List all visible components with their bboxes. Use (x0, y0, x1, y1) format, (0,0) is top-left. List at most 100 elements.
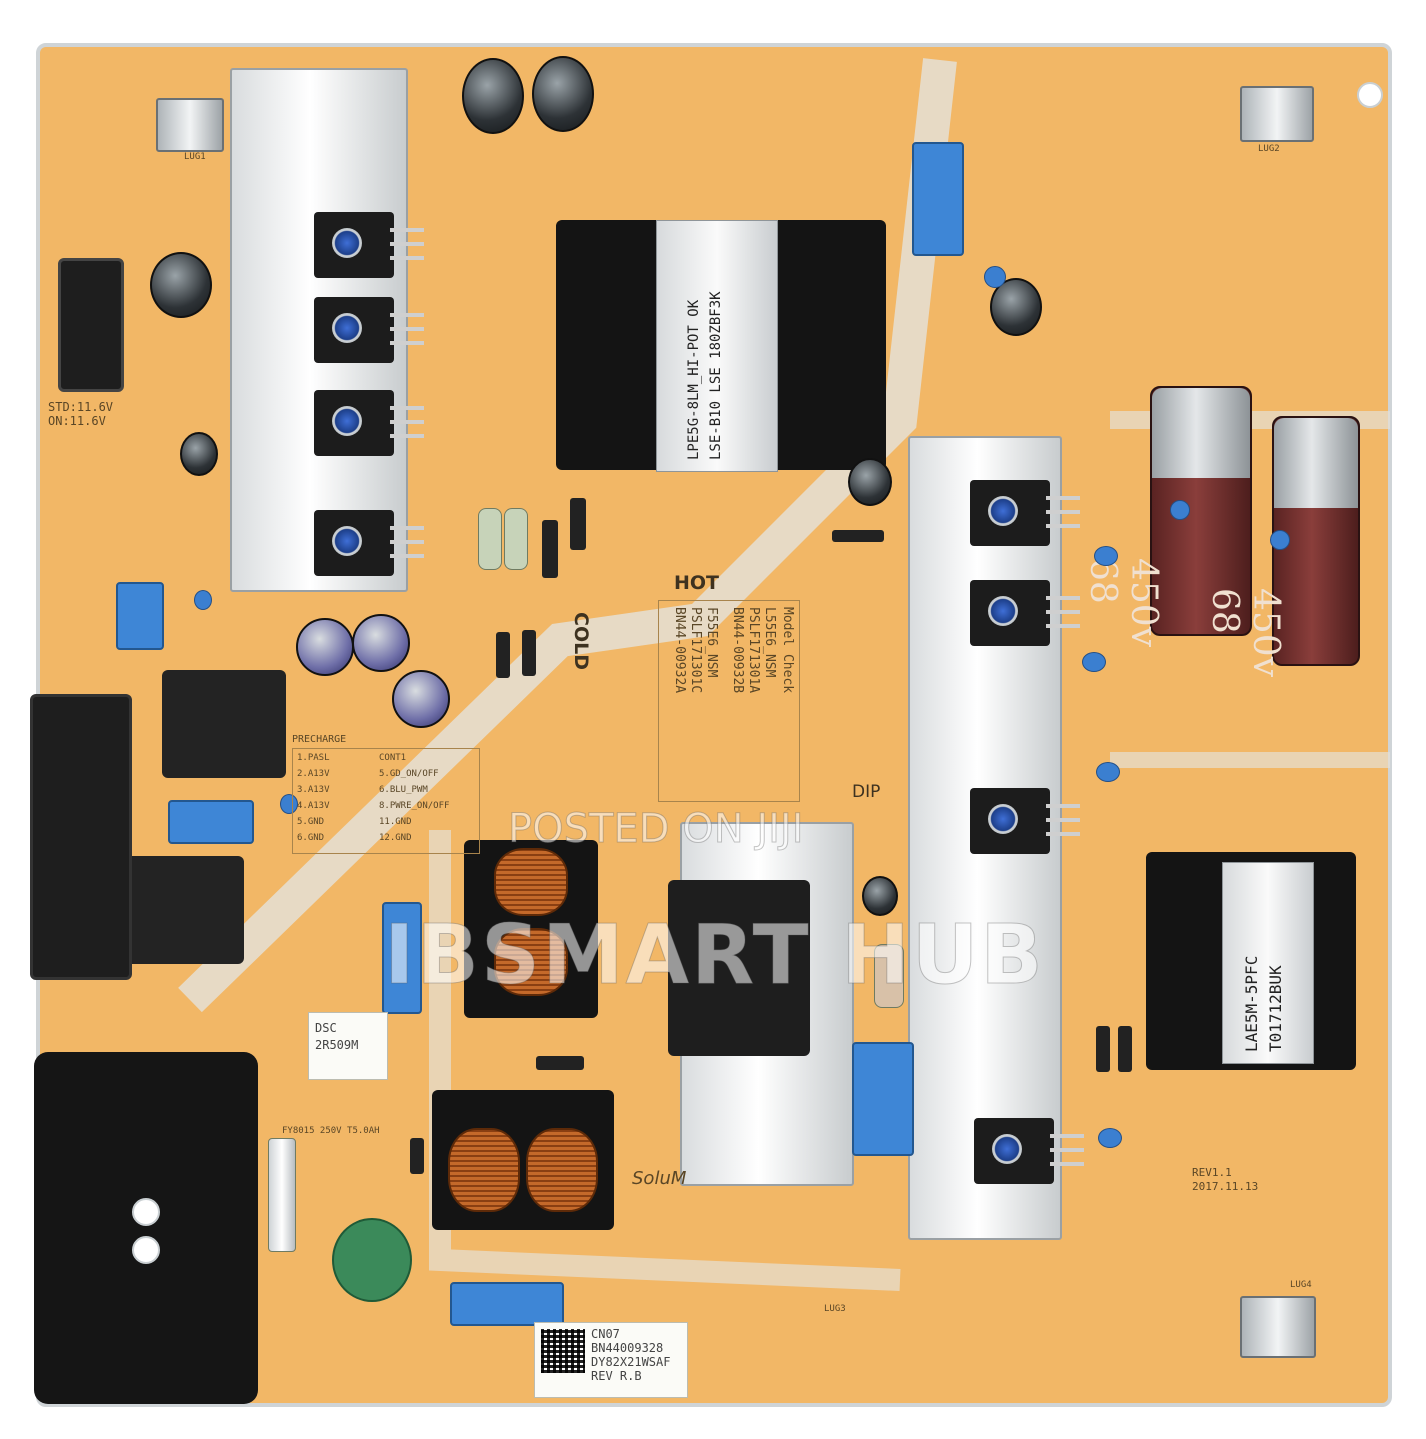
watermark-brand: IBSMART HUB (384, 908, 1045, 1004)
ceramic-cap-5 (1098, 1128, 1122, 1148)
model-line-3: BN44-00932B (730, 607, 745, 694)
fuse (268, 1138, 296, 1252)
mosfet-1 (314, 212, 424, 278)
pin-b-3: 6.BLU_PWM (379, 785, 428, 795)
connector-main (30, 694, 132, 980)
pin-b-6: 12.GND (379, 833, 412, 843)
cap-center (848, 458, 892, 506)
lug-label-4: LUG4 (1290, 1280, 1312, 1290)
silk-brand: SoluM (632, 1168, 687, 1189)
ceramic-cap-7 (280, 794, 298, 814)
model-check-table: Model Check L55E6_NSM PSLF171301A BN44-0… (658, 600, 800, 802)
mosfet-5 (970, 480, 1080, 546)
resistor-bridge (874, 944, 904, 1008)
silk-voltage-on: ON:11.6V (48, 414, 106, 428)
ac-inlet (34, 1052, 258, 1404)
pin-b-1: CONT1 (379, 753, 407, 763)
mosfet-7 (970, 788, 1080, 854)
pin-b-4: 8.PWRE_ON/OFF (379, 801, 450, 811)
cap-top-1 (462, 58, 524, 134)
pfc-transformer: LAE5M-5PFC T01712BUK (1146, 852, 1356, 1070)
coil-1a (494, 848, 568, 916)
diode-8 (1096, 1026, 1110, 1072)
pin-4: 4.A13V (297, 801, 330, 811)
lug-top-right (1240, 86, 1314, 142)
model-line-2: PSLF171301A (746, 607, 761, 694)
varistor (332, 1218, 412, 1302)
pin-5: 5.GND (297, 817, 325, 827)
silk-dip: DIP (852, 782, 881, 802)
silk-date: 2017.11.13 (1192, 1180, 1259, 1193)
bulk-cap-1-voltage: 450v (1123, 558, 1164, 648)
ceramic-cap-3 (1082, 652, 1106, 672)
diode-6 (536, 1056, 584, 1070)
ac-pin-2 (132, 1236, 160, 1264)
mosfet-3 (314, 390, 424, 456)
diode-3 (496, 632, 510, 678)
film-cap-left (116, 582, 164, 650)
main-transformer-label-top: LPE5G-8LM_HI-POT OK (686, 299, 702, 460)
connector-pin-table: 1.PASL 2.A13V 3.A13V 4.A13V 5.GND 6.GND … (292, 748, 480, 854)
resistor-2 (504, 508, 528, 570)
model-line-1: L55E6_NSM (762, 607, 777, 678)
sticker-line-1: CN07 (591, 1327, 620, 1341)
silk-cold: COLD (570, 612, 592, 670)
inductor-2 (120, 856, 244, 964)
pin-6: 6.GND (297, 833, 325, 843)
lug-label-2: LUG2 (1258, 144, 1280, 154)
diode-4 (522, 630, 536, 676)
fuse-label: FY8015 250V T5.0AH (282, 1126, 380, 1136)
watermark-posted: POSTED ON JIJI (508, 806, 805, 853)
diode-5 (410, 1138, 424, 1174)
diode-1 (542, 520, 558, 578)
mosfet-2 (314, 297, 424, 363)
film-cap-mid (168, 800, 254, 844)
silk-rev: REV1.1 (1192, 1166, 1232, 1179)
cap-top-2 (532, 56, 594, 132)
cap-mid-2 (352, 614, 410, 672)
ceramic-cap-2 (1094, 546, 1118, 566)
film-cap-bottom (450, 1282, 564, 1326)
cap-left-2 (180, 432, 218, 476)
main-transformer-label-bottom: LSE-B10 LSE 180ZBF3K (708, 291, 724, 460)
lug-top-left (156, 98, 224, 152)
pin-b-5: 11.GND (379, 817, 412, 827)
ceramic-cap-9 (1270, 530, 1290, 550)
ceramic-cap-8 (1170, 500, 1190, 520)
bulk-cap-2-voltage: 450v (1245, 588, 1286, 678)
alt-model-line-1: F55E6_NSM (704, 607, 719, 678)
barcode-sticker: CN07 BN44009328 DY82X21WSAF REV R.B (534, 1322, 688, 1398)
pin-3: 3.A13V (297, 785, 330, 795)
diode-9 (1118, 1026, 1132, 1072)
coil-2a (448, 1128, 520, 1212)
cap-bridge (862, 876, 898, 916)
lug-label-1: LUG1 (184, 152, 206, 162)
mosfet-8 (974, 1118, 1084, 1184)
pin-1: 1.PASL (297, 753, 330, 763)
bulk-cap-2-value: 68 (1204, 588, 1245, 634)
ac-pin-1 (132, 1198, 160, 1226)
sticker-line-2: BN44009328 (591, 1341, 664, 1355)
cap-mid-1 (296, 618, 354, 676)
sticker-line-3: DY82X21WSAF (591, 1355, 671, 1369)
pin-2: 2.A13V (297, 769, 330, 779)
film-cap-top (912, 142, 964, 256)
coil-2b (526, 1128, 598, 1212)
mosfet-4 (314, 510, 424, 576)
coil-1b (494, 928, 568, 996)
ceramic-cap-4 (1096, 762, 1120, 782)
silk-hot: HOT (674, 572, 720, 594)
lug-bottom-right (1240, 1296, 1316, 1358)
ceramic-cap-6 (194, 590, 212, 610)
pfc-transformer-label-bottom: T01712BUK (1266, 965, 1285, 1052)
diode-7 (832, 530, 884, 542)
lug-label-3: LUG3 (824, 1304, 846, 1314)
alt-model-line-2: PSLF171301C (688, 607, 703, 694)
resistor-1 (478, 508, 502, 570)
cap-mid-3 (392, 670, 450, 728)
alt-model-line-3: BN44-00932A (672, 607, 687, 694)
main-transformer: LPE5G-8LM_HI-POT OK LSE-B10 LSE 180ZBF3K (556, 220, 886, 472)
mosfet-6 (970, 580, 1080, 646)
diode-2 (570, 498, 586, 550)
connector-top-left (58, 258, 124, 392)
